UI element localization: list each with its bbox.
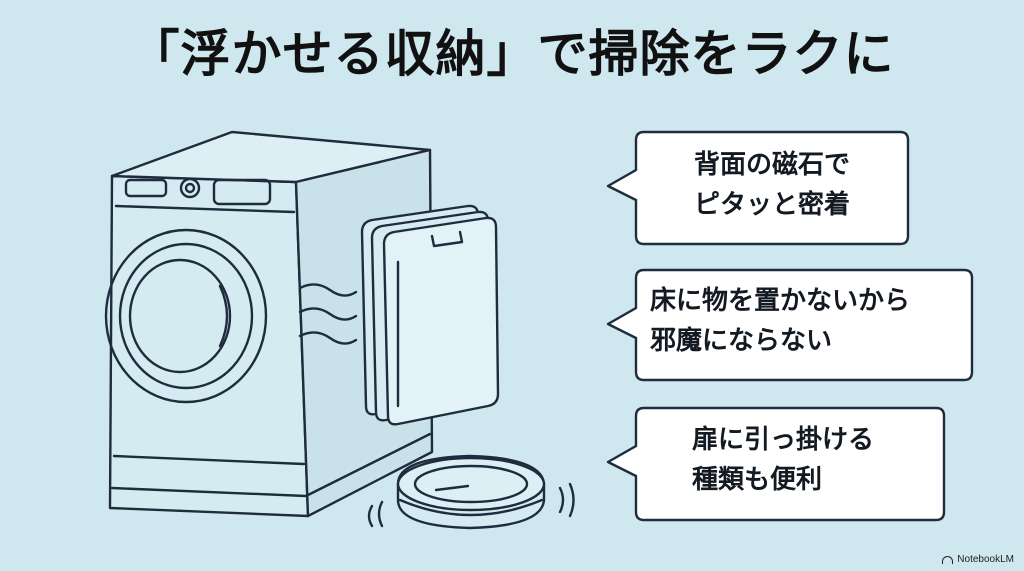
callout-floor: 床に物を置かないから 邪魔にならない (600, 262, 974, 402)
speech-bubble-icon (606, 268, 974, 382)
motion-lines-icon (298, 283, 358, 345)
callout-line: 邪魔にならない (650, 326, 833, 356)
watermark: NotebookLM (942, 554, 1014, 565)
callout-line: 背面の磁石で (693, 150, 850, 180)
callout-line: 床に物を置かないから (650, 286, 911, 316)
callout-door-hook: 扉に引っ掛ける 種類も便利 (600, 400, 970, 540)
callout-magnet: 背面の磁石で ピタッと密着 (600, 124, 970, 264)
callout-line: 種類も便利 (692, 465, 823, 495)
callout-line: 扉に引っ掛ける (692, 425, 875, 455)
page-title: 「浮かせる収納」で掃除をラクに (129, 25, 895, 83)
robot-vacuum-icon (367, 454, 575, 530)
watermark-text: NotebookLM (957, 554, 1014, 565)
notebooklm-logo-icon (942, 555, 954, 564)
callout-line: ピタッと密着 (693, 190, 850, 220)
speech-bubble-icon (606, 130, 910, 246)
magnetic-rack-icon (360, 204, 500, 426)
speech-bubble-icon (606, 406, 946, 522)
